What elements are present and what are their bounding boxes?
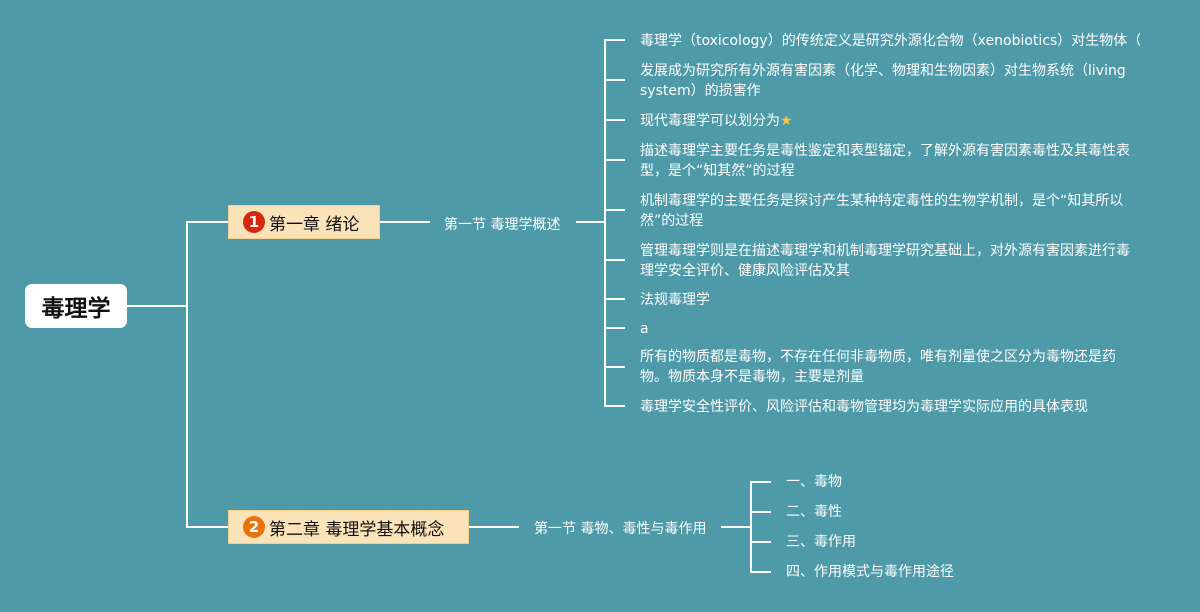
chapter-2-item-4[interactable]: 四、作用模式与毒作用途径 [786,564,954,580]
chapter-1-node[interactable]: 1 第一章 绪论 [228,205,380,239]
chapter-2-item-1[interactable]: 一、毒物 [786,474,842,490]
chapter-1-item-5[interactable]: 机制毒理学的主要任务是探讨产生某种特定毒性的生物学机制，是个“知其所以然”的过程 [640,193,1124,229]
chapter-1-item-4[interactable]: 描述毒理学主要任务是毒性鉴定和表型锚定，了解外源有害因素毒性及其毒性表型，是个“… [640,143,1130,179]
chapter-1-item-2[interactable]: 发展成为研究所有外源有害因素（化学、物理和生物因素）对生物系统（living s… [640,63,1126,99]
chapter-1-item-1[interactable]: 毒理学（toxicology）的传统定义是研究外源化合物（xenobiotics… [640,33,1140,49]
root-title: 毒理学 [41,296,111,322]
chapter-1-label: 第一章 绪论 [269,214,360,235]
chapter-1-item-8[interactable]: a [640,321,649,337]
chapter-1-item-6[interactable]: 管理毒理学则是在描述毒理学和机制毒理学研究基础上，对外源有害因素进行毒理学安全评… [640,243,1130,279]
chapter-1-number-badge: 1 [243,211,265,233]
chapter-2-node[interactable]: 2 第二章 毒理学基本概念 [228,510,469,544]
chapter-1-section[interactable]: 第一节 毒理学概述 [444,217,561,233]
chapter-2-item-2[interactable]: 二、毒性 [786,504,842,520]
star-icon: ★ [780,113,793,129]
chapter-1-item-3[interactable]: 现代毒理学可以划分为★ [640,111,1140,131]
chapter-1-item-9[interactable]: 所有的物质都是毒物，不存在任何非毒物质，唯有剂量使之区分为毒物还是药物。物质本身… [640,349,1116,385]
chapter-1-item-3-label: 现代毒理学可以划分为 [640,113,780,129]
chapter-2-item-3[interactable]: 三、毒作用 [786,534,856,550]
root-node[interactable]: 毒理学 [25,284,127,328]
chapter-2-label: 第二章 毒理学基本概念 [269,519,445,540]
chapter-1-item-7[interactable]: 法规毒理学 [640,292,710,308]
chapter-2-section[interactable]: 第一节 毒物、毒性与毒作用 [534,521,707,537]
chapter-1-item-10[interactable]: 毒理学安全性评价、风险评估和毒物管理均为毒理学实际应用的具体表现 [640,399,1088,415]
chapter-2-number-badge: 2 [243,516,265,538]
